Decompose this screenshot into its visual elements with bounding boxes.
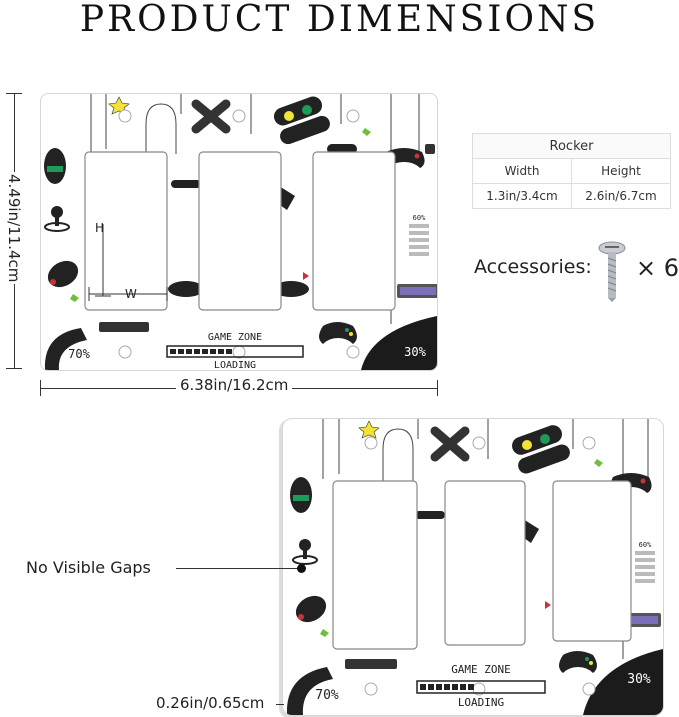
percent-70-label: 70% — [68, 347, 90, 361]
thickness-dimension-line — [276, 704, 284, 705]
screw-icon — [598, 241, 626, 302]
percent-30-label-2: 30% — [627, 672, 651, 687]
callout-dot — [297, 564, 306, 573]
loading-label-2: LOADING — [458, 696, 504, 709]
height-dimension-label: 4.49in/11.4cm — [5, 172, 23, 285]
width-dimension-label: 6.38in/16.2cm — [176, 376, 293, 394]
height-dimension-tick-bottom — [6, 368, 22, 369]
percent-70-label-2: 70% — [315, 688, 339, 703]
percent-60-label: 60% — [413, 214, 426, 222]
spec-width-label: Width — [472, 158, 572, 184]
h-marker: H — [95, 221, 104, 235]
height-dimension-tick-top — [6, 93, 22, 94]
game-pattern-art-2: GAME ZONE LOADING 70% 30% 60% — [286, 419, 663, 715]
loading-label: LOADING — [214, 360, 256, 370]
wall-plate-front: GAME ZONE LOADING 70% 30% 60% H W — [40, 93, 438, 371]
width-dimension-tick-left — [40, 380, 41, 396]
percent-30-label: 30% — [404, 345, 426, 359]
game-zone-label: GAME ZONE — [208, 332, 262, 343]
percent-60-label-2: 60% — [639, 541, 652, 549]
game-pattern-art: GAME ZONE LOADING 70% 30% 60% H W — [44, 94, 437, 370]
no-visible-gaps-label: No Visible Gaps — [26, 558, 151, 577]
width-dimension-tick-right — [437, 380, 438, 396]
wall-plate-angled: GAME ZONE LOADING 70% 30% 60% — [282, 418, 664, 716]
game-zone-label-2: GAME ZONE — [451, 663, 511, 676]
spec-height-label: Height — [571, 158, 671, 184]
page-title: PRODUCT DIMENSIONS — [79, 0, 600, 40]
callout-leader-line — [176, 568, 302, 569]
spec-width-value: 1.3in/3.4cm — [472, 183, 572, 209]
spec-height-value: 2.6in/6.7cm — [571, 183, 671, 209]
w-marker: W — [125, 287, 137, 301]
spec-table-header: Rocker — [472, 133, 671, 159]
accessories-count: × 6 — [636, 254, 679, 282]
accessories-label: Accessories: — [474, 256, 592, 278]
thickness-dimension-label: 0.26in/0.65cm — [156, 694, 265, 712]
